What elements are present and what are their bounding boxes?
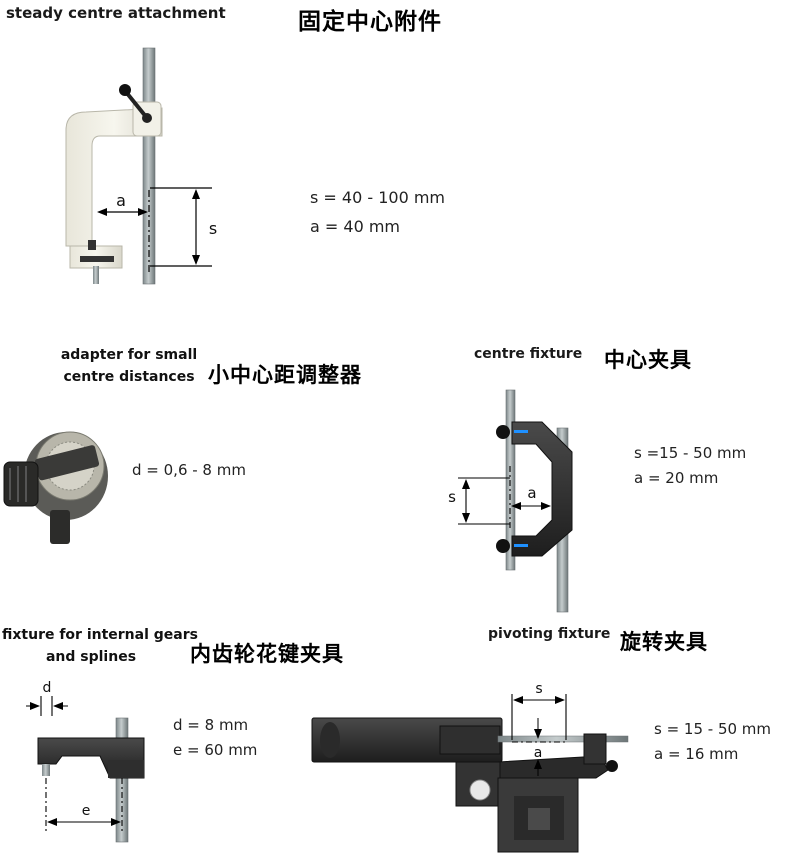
pivoting-arm-knob (606, 760, 618, 772)
centre-fixture-bracket (511, 421, 573, 557)
pivoting-drawing (311, 717, 629, 853)
pivoting-title-zh: 旋转夹具 (620, 630, 708, 654)
centre-fixture-a-label: a (527, 484, 536, 502)
pivoting-pivot-ball (469, 779, 491, 801)
steady-centre-frame (65, 107, 163, 247)
steady-specs: s = 40 - 100 mm a = 40 mm (310, 183, 445, 241)
internal-gears-drawing (37, 717, 145, 843)
adapter-spec-d: d = 0,6 - 8 mm (132, 461, 246, 479)
internal-gears-title-en: fixture for internal gears and splines (2, 624, 198, 668)
internal-gears-e-label: e (82, 803, 91, 819)
centre-fixture-spec-s: s =15 - 50 mm (634, 444, 747, 462)
pivoting-cylinder-end (320, 722, 340, 758)
steady-title-zh: 固定中心附件 (298, 9, 442, 35)
adapter-title-en: adapter for small centre distances (54, 344, 204, 388)
centre-fixture-specs: s =15 - 50 mm a = 20 mm (634, 441, 746, 491)
steady-title-en: steady centre attachment (6, 4, 226, 22)
pivoting-a-label: a (534, 745, 543, 761)
centre-fixture-title-en: centre fixture (474, 346, 583, 362)
internal-gears-dimensions: d e (26, 680, 123, 832)
adapter-title-zh: 小中心距调整器 (208, 363, 362, 387)
steady-centre-lower-pin (93, 266, 99, 284)
adapter-title-line-2: centre distances (63, 369, 195, 385)
steady-centre-drawing (65, 47, 163, 285)
internal-gears-specs: d = 8 mm e = 60 mm (173, 713, 257, 763)
pivoting-specs: s = 15 - 50 mm a = 16 mm (654, 717, 771, 767)
centre-fixture-top-knob (496, 425, 510, 439)
internal-gears-clamp (108, 760, 144, 778)
adapter-slide (34, 445, 100, 481)
pivoting-arm-head (583, 733, 607, 765)
internal-gears-title-line-2: and splines (45, 649, 137, 665)
centre-fixture-bottom-marker (514, 544, 528, 547)
internal-gears-probe (42, 764, 50, 776)
centre-fixture-dimensions: s a (448, 466, 551, 530)
pivoting-cylinder-collar (439, 725, 501, 755)
internal-gears-spec-e: e = 60 mm (173, 741, 258, 759)
pivoting-spec-s: s = 15 - 50 mm (654, 720, 772, 738)
pivoting-title-en: pivoting fixture (488, 626, 611, 642)
centre-fixture-s-label: s (448, 488, 456, 506)
steady-centre-dimensions: a s (97, 187, 217, 272)
internal-gears-spec-d: d = 8 mm (173, 716, 249, 734)
pivoting-slide-rod (497, 735, 629, 743)
centre-fixture-title-zh: 中心夹具 (604, 348, 692, 372)
adapter-shank (50, 510, 70, 544)
steady-s-label: s (209, 219, 217, 238)
internal-gears-title-line-1: fixture for internal gears (2, 627, 198, 643)
steady-spec-s: s = 40 - 100 mm (310, 188, 446, 207)
adapter-title-line-1: adapter for small (60, 347, 198, 363)
centre-fixture-top-marker (514, 430, 528, 433)
steady-centre-base-slot (80, 256, 114, 262)
centre-fixture-bottom-knob (496, 539, 510, 553)
steady-centre-rod (142, 47, 156, 285)
pivoting-dimensions: s a (511, 681, 567, 776)
pivoting-s-label: s (535, 681, 542, 697)
internal-gears-title-zh: 内齿轮花键夹具 (190, 642, 344, 666)
steady-centre-lever-knob (119, 84, 131, 96)
steady-spec-a: a = 40 mm (310, 217, 400, 236)
pivoting-spec-a: a = 16 mm (654, 745, 739, 763)
pivoting-base-insert (528, 808, 550, 830)
steady-centre-base-screw (88, 240, 96, 250)
steady-a-label: a (116, 191, 126, 210)
adapter-drawing (3, 431, 108, 544)
steady-centre-lever (124, 90, 149, 120)
internal-gears-d-label: d (43, 680, 52, 696)
centre-fixture-spec-a: a = 20 mm (634, 469, 719, 487)
adapter-knob (3, 461, 39, 507)
